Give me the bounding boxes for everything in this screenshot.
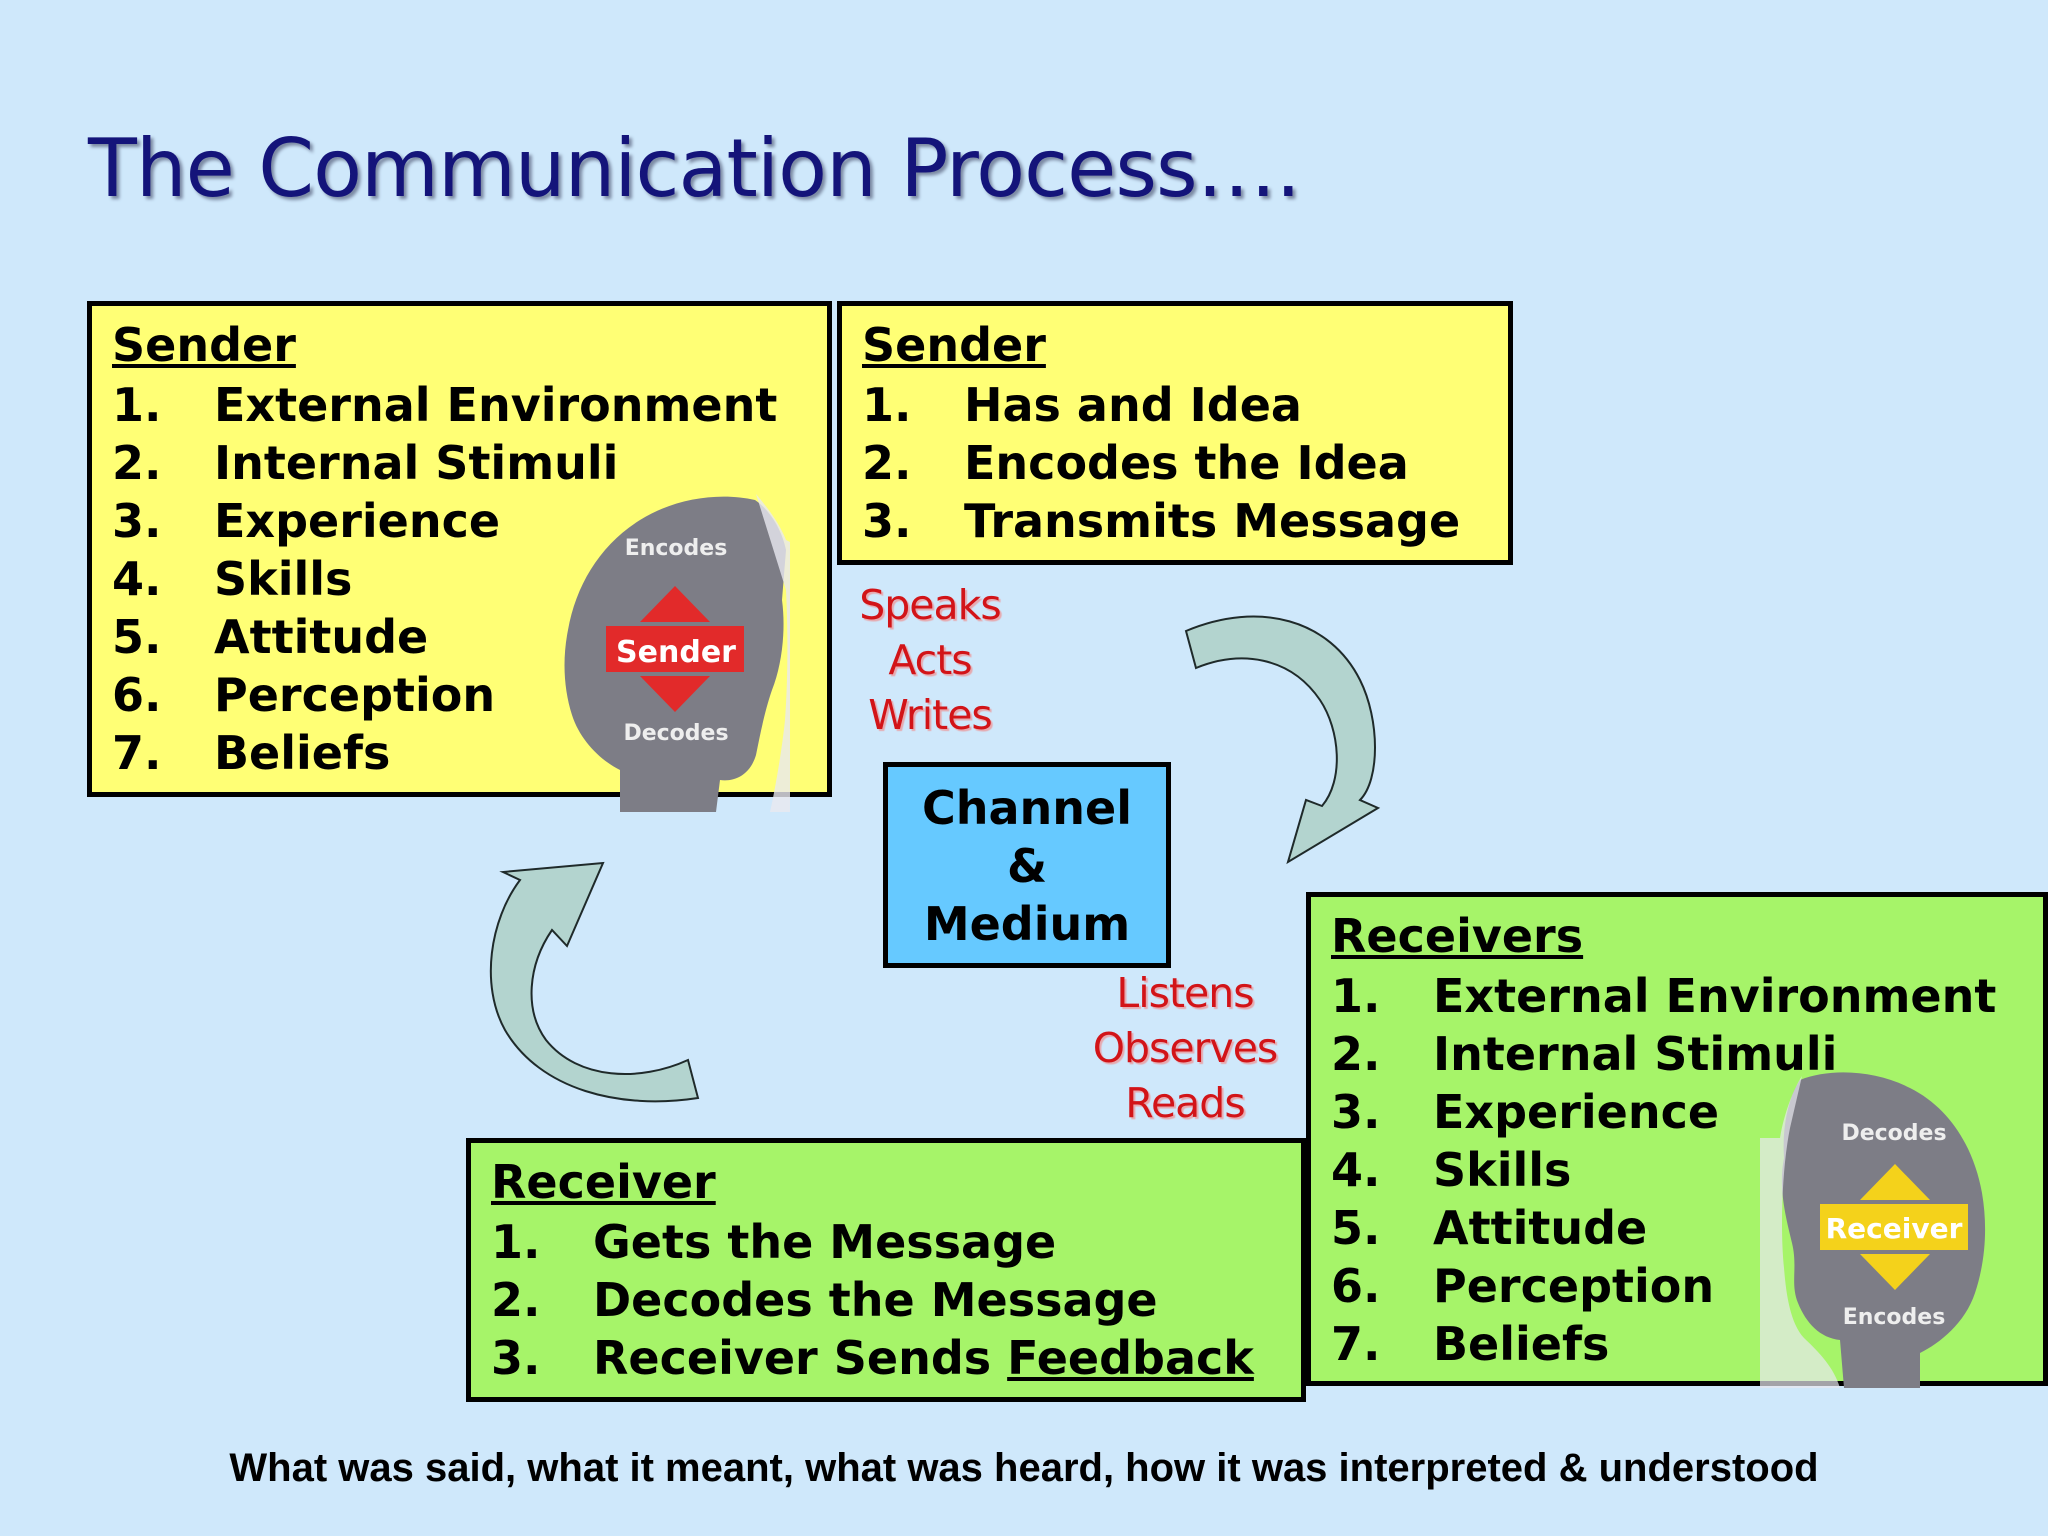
channel-medium-box: Channel & Medium xyxy=(883,762,1171,968)
list-item: 2.Internal Stimuli xyxy=(112,436,619,490)
verb-observes: Observes xyxy=(1092,1024,1279,1072)
list-item: 4.Skills xyxy=(112,552,353,606)
sender-icon-bottom: Decodes xyxy=(623,721,728,746)
list-item: 1.External Environment xyxy=(1331,969,1997,1023)
sender-attributes-heading: Sender xyxy=(112,318,296,372)
list-item: 3.Experience xyxy=(112,494,501,548)
receiver-steps-heading: Receiver xyxy=(491,1155,716,1209)
receivers-attributes-list: 1.External Environment 2.Internal Stimul… xyxy=(1331,967,1996,1373)
sender-steps-list: 1.Has and Idea 2.Encodes the Idea 3.Tran… xyxy=(862,376,1460,550)
medium-label: Medium xyxy=(923,897,1131,951)
list-item: 7.Beliefs xyxy=(112,726,391,780)
verb-speaks: Speaks xyxy=(859,581,1002,629)
curved-arrow-left-icon xyxy=(489,861,700,1103)
receiver-verbs: Listens Observes Reads xyxy=(1070,966,1300,1131)
verb-acts: Acts xyxy=(888,636,972,684)
sender-steps-box: Sender 1.Has and Idea 2.Encodes the Idea… xyxy=(837,301,1513,565)
list-item: 6.Perception xyxy=(1331,1259,1715,1313)
receiver-steps-box: Receiver 1.Gets the Message 2.Decodes th… xyxy=(466,1138,1306,1402)
list-item: 1.Gets the Message xyxy=(491,1215,1057,1269)
list-item: 1.External Environment xyxy=(112,378,778,432)
receiver-icon-center: Receiver xyxy=(1826,1212,1963,1245)
curved-arrow-right-icon xyxy=(1184,615,1381,865)
list-item: 2.Decodes the Message xyxy=(491,1273,1158,1327)
sender-verbs: Speaks Acts Writes xyxy=(830,578,1030,743)
sender-icon-top: Encodes xyxy=(625,536,728,561)
list-item: 1.Has and Idea xyxy=(862,378,1302,432)
verb-writes: Writes xyxy=(868,691,993,739)
sender-attributes-list: 1.External Environment 2.Internal Stimul… xyxy=(112,376,777,782)
receivers-attributes-heading: Receivers xyxy=(1331,909,1584,963)
list-item: 7.Beliefs xyxy=(1331,1317,1610,1371)
list-item: 3.Transmits Message xyxy=(862,494,1461,548)
list-item: 3.Experience xyxy=(1331,1085,1720,1139)
list-item: 3.Receiver Sends Feedback xyxy=(491,1331,1254,1385)
receiver-icon-bottom: Encodes xyxy=(1843,1305,1946,1330)
slide-title: The Communication Process…. xyxy=(88,122,1301,215)
receiver-steps-list: 1.Gets the Message 2.Decodes the Message… xyxy=(491,1213,1254,1387)
channel-ampersand: & xyxy=(1006,839,1048,893)
footer-caption: What was said, what it meant, what was h… xyxy=(229,1446,1819,1490)
receiver-head-icon: Decodes Receiver Encodes xyxy=(1760,1072,1986,1388)
sender-icon-center: Sender xyxy=(616,635,736,670)
list-item: 2.Encodes the Idea xyxy=(862,436,1409,490)
feedback-emphasis: Feedback xyxy=(1007,1331,1254,1385)
list-item: 5.Attitude xyxy=(112,610,429,664)
list-item: 4.Skills xyxy=(1331,1143,1572,1197)
list-item: 2.Internal Stimuli xyxy=(1331,1027,1838,1081)
list-item: 5.Attitude xyxy=(1331,1201,1648,1255)
list-item: 6.Perception xyxy=(112,668,496,722)
sender-steps-heading: Sender xyxy=(862,318,1046,372)
verb-listens: Listens xyxy=(1116,969,1254,1017)
channel-label: Channel xyxy=(921,781,1132,835)
sender-head-icon: Encodes Sender Decodes xyxy=(564,494,790,812)
receivers-attributes-box: Receivers 1.External Environment 2.Inter… xyxy=(1306,892,2048,1386)
receiver-icon-top: Decodes xyxy=(1841,1121,1946,1146)
verb-reads: Reads xyxy=(1125,1079,1245,1127)
